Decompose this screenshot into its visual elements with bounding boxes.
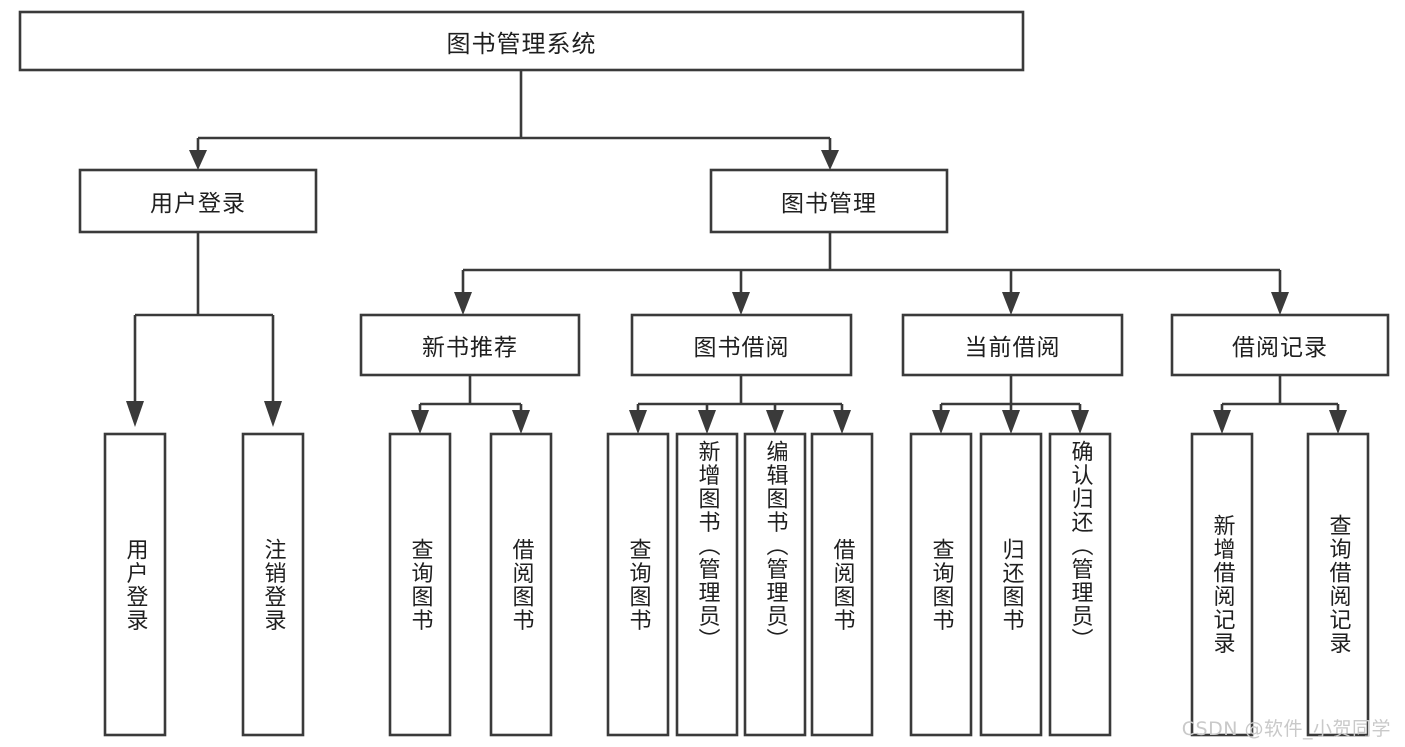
node-box-leaf-query-book-2[interactable] — [606, 432, 670, 737]
node-box-leaf-borrow-book-2[interactable] — [810, 432, 874, 737]
arrowhead-new-book-recommend — [454, 292, 472, 315]
arrowhead-leaf-confirm-return — [1071, 410, 1089, 434]
arrowhead-book-borrow — [732, 292, 750, 315]
arrowhead-leaf-add-book — [698, 410, 716, 434]
node-box-user-login[interactable] — [78, 168, 318, 234]
arrowhead-user-login — [189, 150, 207, 170]
arrowhead-leaf-borrow-book-2 — [833, 410, 851, 434]
node-box-leaf-user-login[interactable] — [103, 432, 167, 737]
node-box-leaf-logout-login[interactable] — [241, 432, 305, 737]
node-box-leaf-confirm-return[interactable] — [1048, 432, 1112, 737]
arrowhead-book-manage — [821, 150, 839, 170]
node-box-leaf-query-record[interactable] — [1306, 432, 1370, 737]
node-box-new-book-recommend[interactable] — [359, 313, 581, 377]
node-box-leaf-query-book-1[interactable] — [388, 432, 452, 737]
node-box-book-borrow[interactable] — [630, 313, 853, 377]
csdn-watermark: CSDN @软件_小贺同学 — [1181, 718, 1391, 740]
node-box-leaf-edit-book[interactable] — [743, 432, 807, 737]
node-box-layer — [18, 10, 1390, 737]
arrowhead-leaf-query-book-2 — [629, 410, 647, 434]
node-box-root[interactable] — [18, 10, 1025, 72]
node-box-leaf-add-book[interactable] — [675, 432, 739, 737]
arrowhead-current-borrow — [1002, 292, 1020, 315]
arrowhead-leaf-query-book-3 — [932, 410, 950, 434]
node-box-leaf-add-record[interactable] — [1190, 432, 1254, 737]
arrowhead-leaf-add-record — [1213, 410, 1231, 434]
arrowhead-leaf-borrow-book-1 — [512, 410, 530, 434]
arrowhead-leaf-user-login — [126, 401, 144, 427]
arrowhead-leaf-logout-login — [264, 401, 282, 427]
node-box-leaf-borrow-book-1[interactable] — [489, 432, 553, 737]
connector-layer — [126, 70, 1347, 434]
arrowhead-borrow-record — [1271, 292, 1289, 315]
arrowhead-leaf-edit-book — [766, 410, 784, 434]
arrowhead-leaf-query-book-1 — [411, 410, 429, 434]
arrowhead-leaf-query-record — [1329, 410, 1347, 434]
arrowhead-leaf-return-book — [1002, 410, 1020, 434]
node-box-leaf-query-book-3[interactable] — [909, 432, 973, 737]
node-box-borrow-record[interactable] — [1170, 313, 1390, 377]
node-box-leaf-return-book[interactable] — [979, 432, 1043, 737]
node-box-book-manage[interactable] — [709, 168, 949, 234]
node-box-current-borrow[interactable] — [901, 313, 1124, 377]
